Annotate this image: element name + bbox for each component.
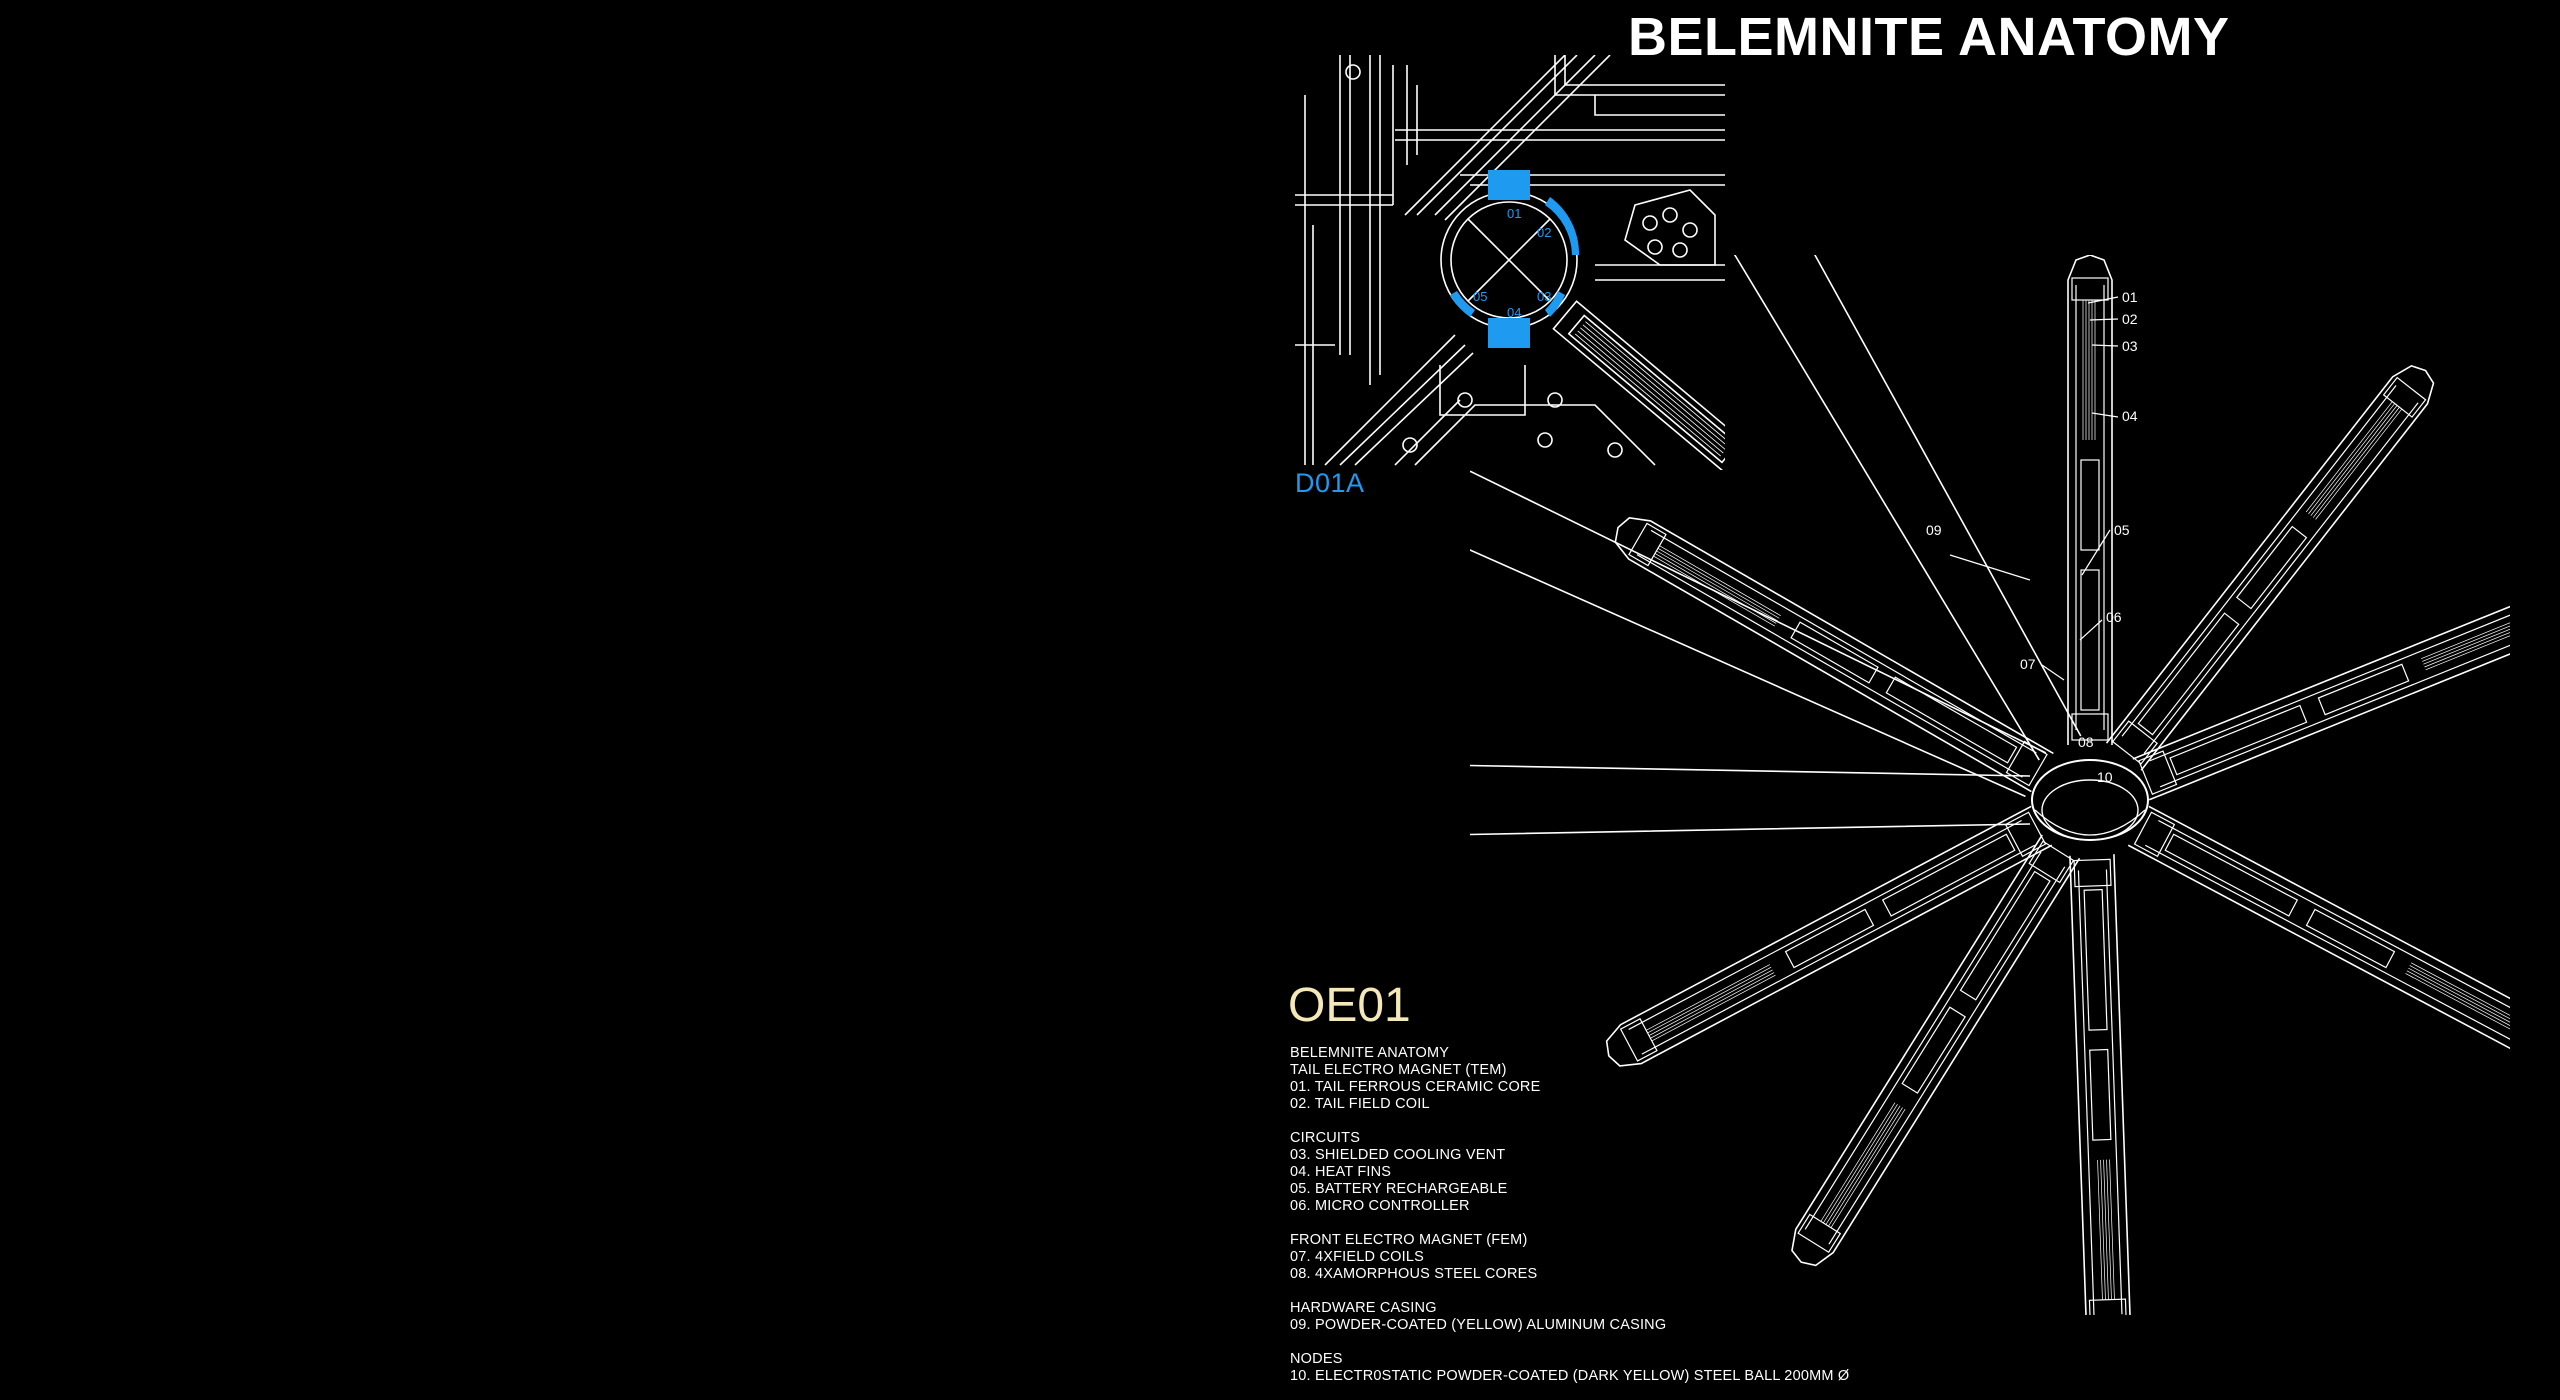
legend-gap — [1290, 1113, 1849, 1130]
legend-line: 02. TAIL FIELD COIL — [1290, 1096, 1430, 1112]
legend-line: CIRCUITS — [1290, 1130, 1361, 1146]
legend-gap — [1290, 1334, 1849, 1351]
legend-line: 06. MICRO CONTROLLER — [1290, 1198, 1470, 1214]
callout-10: 10 — [2097, 769, 2113, 785]
legend-line: BELEMNITE ANATOMY — [1290, 1045, 1450, 1061]
legend-line: 03. SHIELDED COOLING VENT — [1290, 1147, 1506, 1163]
legend-line: 01. TAIL FERROUS CERAMIC CORE — [1290, 1079, 1541, 1095]
legend-line: HARDWARE CASING — [1290, 1300, 1437, 1316]
legend-line: 04. HEAT FINS — [1290, 1164, 1392, 1180]
callout-05: 05 — [2114, 522, 2130, 538]
detail-callout-03: 03 — [1537, 289, 1551, 304]
detail-view: 01 02 03 04 05 — [1295, 55, 1725, 470]
legend-line: NODES — [1290, 1351, 1343, 1367]
detail-callout-05: 05 — [1473, 289, 1487, 304]
legend-gap — [1290, 1283, 1849, 1300]
legend-line: 09. POWDER-COATED (YELLOW) ALUMINUM CASI… — [1290, 1317, 1667, 1333]
detail-label: D01A — [1295, 468, 1365, 498]
legend-line: FRONT ELECTRO MAGNET (FEM) — [1290, 1232, 1528, 1248]
model-code: OE01 — [1288, 979, 1411, 1032]
callout-07: 07 — [2020, 656, 2036, 672]
legend-gap — [1290, 1215, 1849, 1232]
page-title: BELEMNITE ANATOMY — [1628, 7, 2230, 67]
callout-06: 06 — [2106, 609, 2122, 625]
legend-line: 05. BATTERY RECHARGEABLE — [1290, 1181, 1508, 1197]
detail-callout-04: 04 — [1507, 305, 1521, 320]
legend-line: 07. 4XFIELD COILS — [1290, 1249, 1424, 1265]
callout-09: 09 — [1926, 522, 1942, 538]
callout-04: 04 — [2122, 408, 2138, 424]
callout-03: 03 — [2122, 338, 2138, 354]
detail-callout-01: 01 — [1507, 206, 1521, 221]
detail-callout-02: 02 — [1537, 225, 1551, 240]
callout-02: 02 — [2122, 311, 2138, 327]
legend-line: 10. ELECTR0STATIC POWDER-COATED (DARK YE… — [1290, 1368, 1850, 1384]
belemnite-star-diagram: 01 02 03 04 05 06 07 08 09 10 — [1470, 255, 2510, 1315]
legend: BELEMNITE ANATOMY TAIL ELECTRO MAGNET (T… — [1290, 1045, 1849, 1385]
legend-line: 08. 4XAMORPHOUS STEEL CORES — [1290, 1266, 1538, 1282]
callout-08: 08 — [2078, 734, 2094, 750]
legend-line: TAIL ELECTRO MAGNET (TEM) — [1290, 1062, 1507, 1078]
callout-01: 01 — [2122, 289, 2138, 305]
